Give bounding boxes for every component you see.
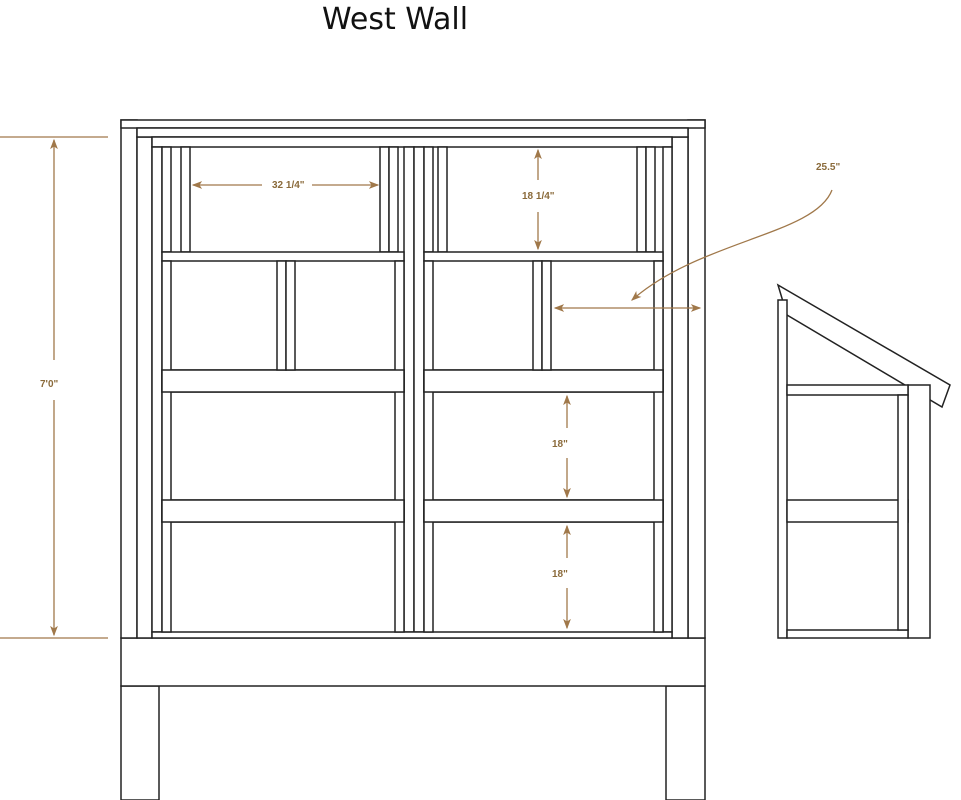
rail (423, 369, 664, 393)
rail (161, 251, 405, 262)
middle-stud (532, 260, 543, 371)
top-window-height-label: 18 1/4" (522, 191, 555, 202)
side-elevation (776, 283, 951, 639)
right-leg (665, 685, 706, 800)
cripple-stud (180, 146, 191, 253)
middle-stud (276, 260, 287, 371)
center-stud-right (413, 146, 425, 633)
bay-width-label: 25.5" (816, 162, 840, 173)
bay-stud (161, 260, 172, 633)
side-front-post (777, 299, 788, 639)
bottom-plate (151, 631, 673, 639)
rail (423, 251, 664, 262)
side-back-post (907, 384, 931, 639)
left-outer-post (120, 119, 138, 639)
top-plate (120, 119, 706, 129)
rail (161, 369, 405, 393)
double-top-plate (136, 127, 689, 138)
center-stud-left (403, 146, 415, 633)
overall-height-label: 7'0" (40, 379, 59, 390)
middle-stud (285, 260, 296, 371)
middle-bay-height-label: 18" (552, 439, 568, 450)
cripple-stud (636, 146, 647, 253)
rail (423, 499, 664, 523)
right-jack-stud (671, 136, 689, 639)
cripple-stud (645, 146, 656, 253)
cripple-stud (161, 146, 172, 253)
left-inner-stud (151, 146, 163, 633)
side-rail (786, 384, 909, 396)
cripple-stud (388, 146, 399, 253)
side-stud (897, 394, 909, 631)
bay-stud (394, 260, 405, 633)
cripple-stud (379, 146, 390, 253)
title-text: West Wall (322, 2, 469, 37)
bottom-beam (120, 637, 706, 687)
top-window-width-label: 32 1/4" (272, 180, 305, 191)
middle-stud (541, 260, 552, 371)
right-inner-stud (662, 146, 673, 633)
bay-stud (423, 260, 434, 633)
left-jack-stud (136, 136, 153, 639)
bay-stud (653, 260, 664, 633)
left-leg (120, 685, 160, 800)
side-bottom-plate (786, 629, 909, 639)
bottom-bay-height-label: 18" (552, 569, 568, 580)
header (151, 136, 673, 148)
rail (161, 499, 405, 523)
side-rail (786, 499, 909, 523)
right-outer-post (687, 119, 706, 639)
cripple-stud (423, 146, 434, 253)
front-elevation (120, 119, 706, 800)
dimension-lines: 7'0" 32 1/4" 18 1/4" 25.5" 18" 18" (0, 136, 840, 639)
cripple-stud (437, 146, 448, 253)
